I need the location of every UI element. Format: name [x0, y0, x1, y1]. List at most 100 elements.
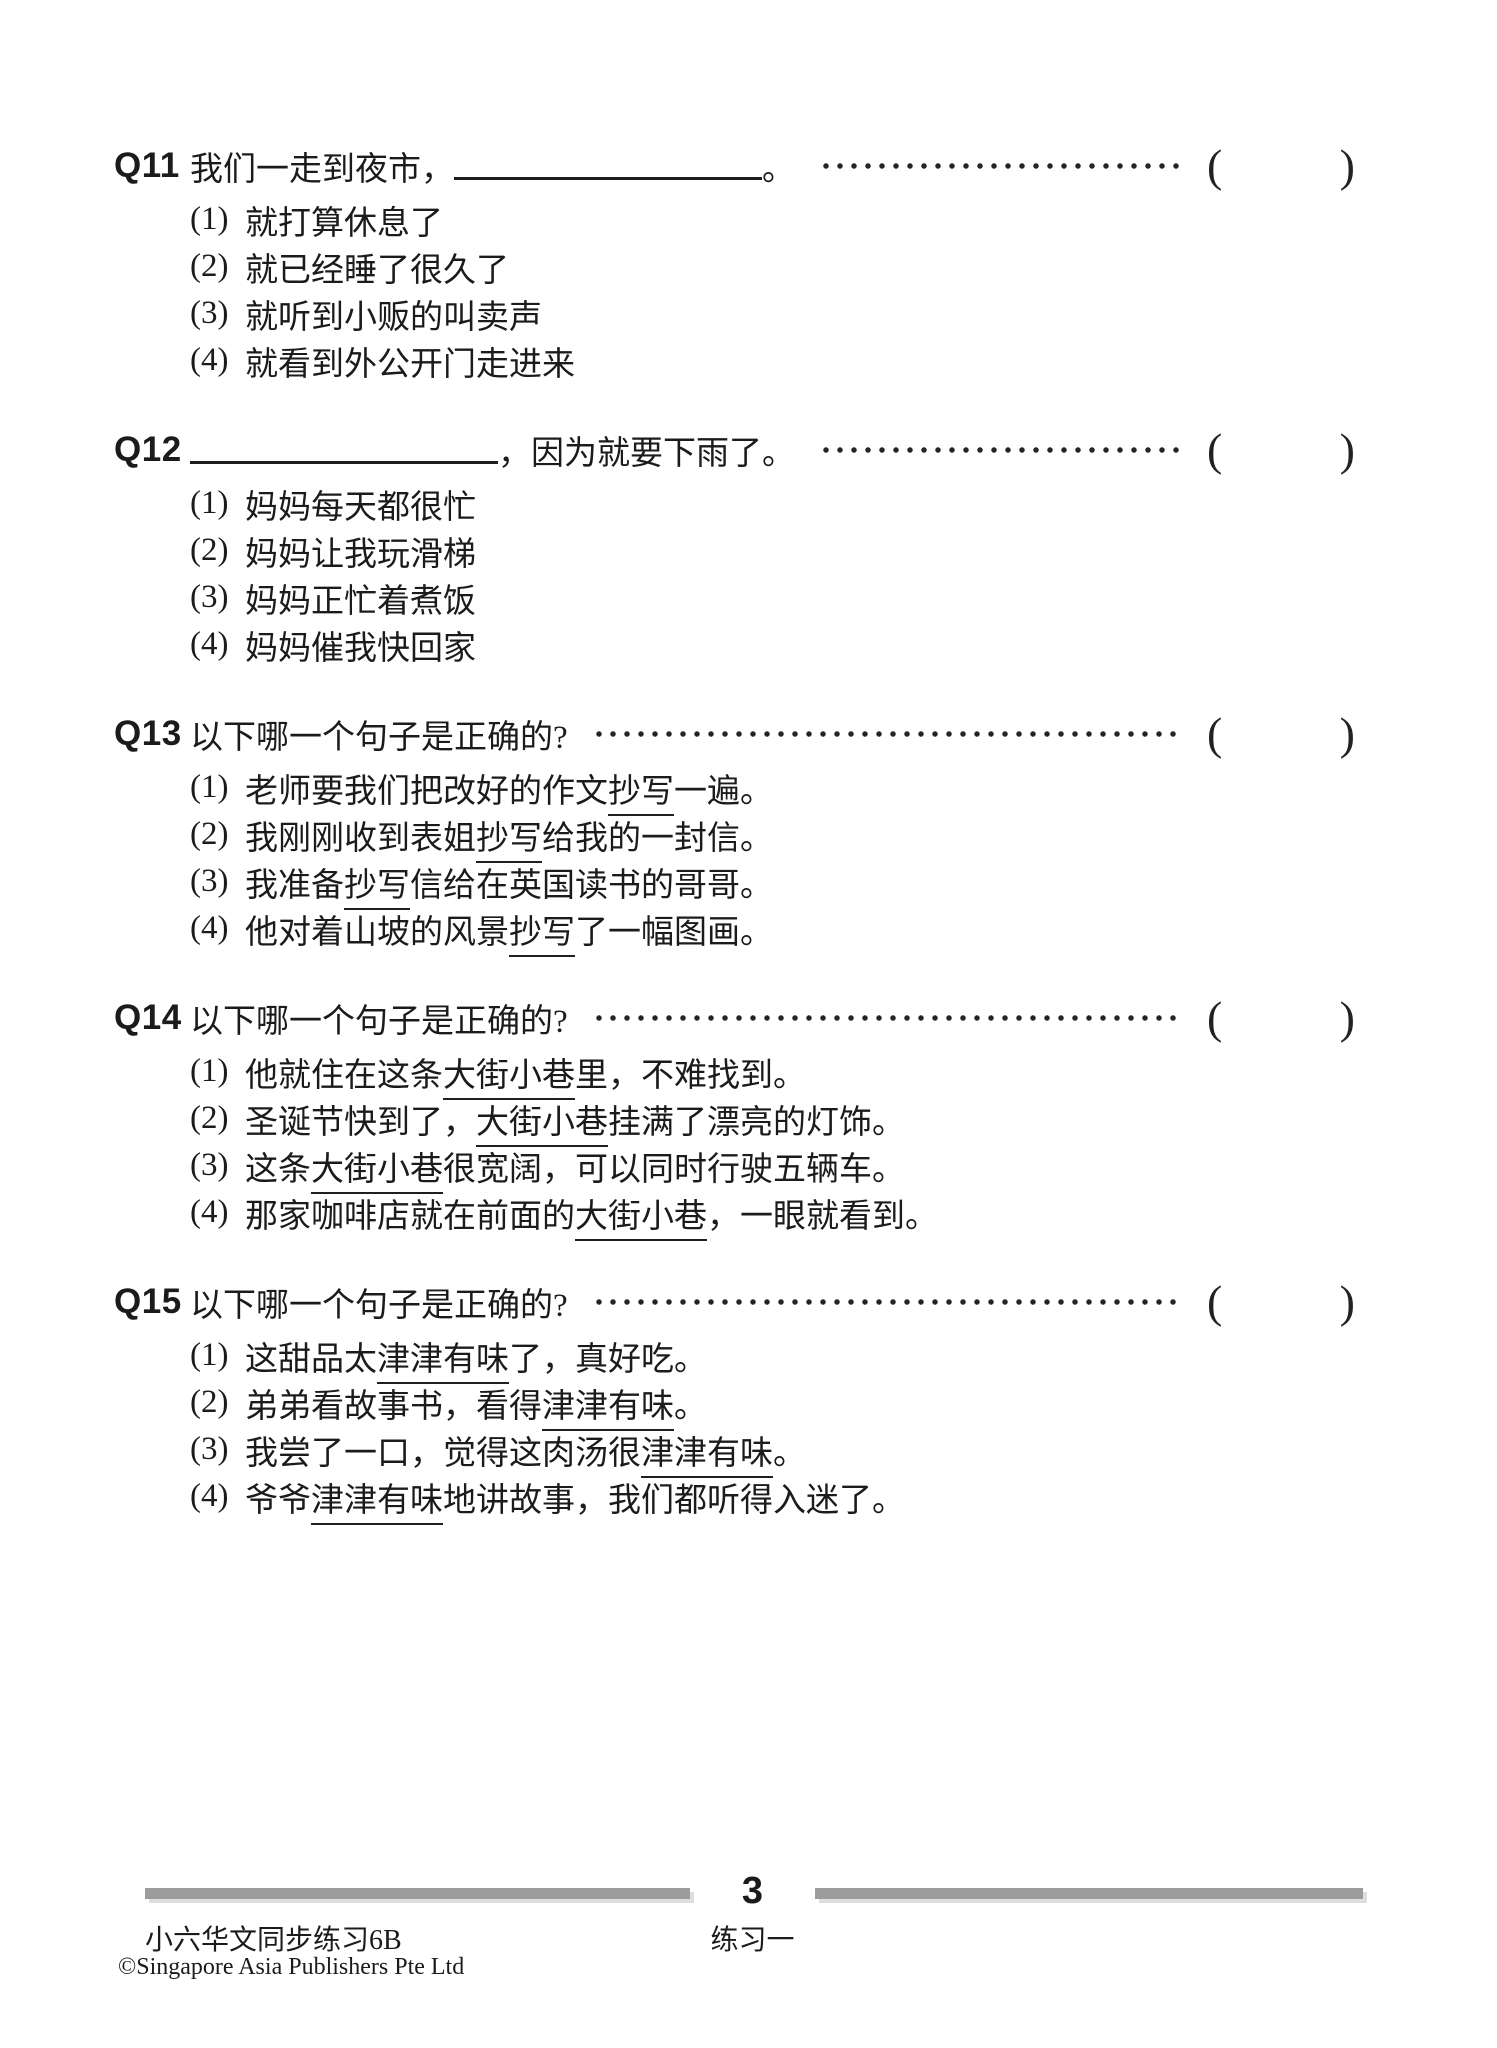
option-list: (1)就打算休息了(2)就已经睡了很久了 (3) 就听到小贩的叫卖声(4)就看到外公… — [190, 196, 1355, 384]
answer-close-paren: ) — [1339, 424, 1355, 475]
option-text: 这条大街小巷很宽阔，可以同时行驶五辆车。 — [245, 1142, 905, 1194]
answer-cell: ( ) — [1207, 143, 1355, 189]
option-list: (1)他就住在这条大街小巷里，不难找到。(2) 圣诞节快到了，大街小巷挂满了漂亮的… — [190, 1048, 1355, 1241]
option-row: (4)妈妈催我快回家 — [190, 621, 1355, 668]
option-number: (3) — [190, 579, 229, 615]
question-label: Q12 — [114, 430, 182, 469]
question-block: Q12 ，因为就要下雨了。 ( ) (1)妈妈每天都很忙(2)妈妈让我玩滑梯(3… — [0, 424, 1497, 668]
option-text: 老师要我们把改好的作文抄写一遍。 — [245, 764, 773, 816]
option-number: (3) — [190, 1147, 229, 1183]
book-title: 小六华文同步练习6B — [145, 1925, 402, 1956]
question-header-row: 以下哪一个句子是正确的? ( ) — [190, 1276, 1355, 1328]
option-number: (3) — [190, 295, 229, 331]
underlined-word: 大街小巷 — [443, 1057, 575, 1100]
option-row: (4) 他对着山坡的风景抄写了一幅图画。 — [190, 905, 1355, 957]
option-text: 我刚刚收到表姐抄写给我的一封信。 — [245, 811, 773, 863]
underlined-word: 大街小巷 — [575, 1198, 707, 1241]
question-stem: ，因为就要下雨了。 — [190, 426, 795, 474]
question-label: Q15 — [114, 1282, 182, 1321]
option-row: (4)那家咖啡店就在前面的大街小巷，一眼就看到。 — [190, 1189, 1355, 1241]
answer-open-paren: ( — [1207, 992, 1223, 1043]
fill-in-blank — [190, 433, 498, 464]
question-block: Q14 以下哪一个句子是正确的? ( ) (1)他就住在这条大街小巷里，不难找到… — [0, 992, 1497, 1241]
underlined-word: 大街小巷 — [476, 1104, 608, 1147]
answer-open-paren: ( — [1207, 708, 1223, 759]
page-number: 3 — [741, 1870, 764, 1912]
dotted-leader — [591, 708, 1181, 760]
option-number: (4) — [190, 1478, 229, 1514]
option-row: (2) 弟弟看故事书，看得津津有味。 — [190, 1379, 1355, 1431]
option-number: (1) — [190, 485, 229, 521]
question-header-row: ，因为就要下雨了。 ( ) — [190, 424, 1355, 476]
dotted-leader — [591, 1276, 1181, 1328]
fill-in-blank — [454, 149, 762, 180]
question-label: Q11 — [114, 146, 180, 185]
answer-open-paren: ( — [1207, 140, 1223, 191]
option-text: 这甜品太津津有味了，真好吃。 — [245, 1332, 707, 1384]
question-header-row: 我们一走到夜市，。 ( ) — [190, 140, 1355, 192]
option-list: (1) 这甜品太津津有味了，真好吃。 (2) 弟弟看故事书，看得津津有味。(3)我尝了… — [190, 1332, 1355, 1525]
option-number: (2) — [190, 248, 229, 284]
option-text: 妈妈正忙着煮饭 — [245, 583, 476, 620]
option-row: (3)我尝了一口，觉得这肉汤很津津有味。 — [190, 1426, 1355, 1478]
option-number: (4) — [190, 626, 229, 662]
question-stem: 以下哪一个句子是正确的? — [190, 1288, 568, 1324]
option-list: (1)老师要我们把改好的作文抄写一遍。(2)我刚刚收到表姐抄写给我的一封信。(3… — [190, 764, 1355, 957]
option-number: (2) — [190, 816, 229, 852]
question-header-row: 以下哪一个句子是正确的? ( ) — [190, 992, 1355, 1044]
option-number: (2) — [190, 1100, 229, 1136]
answer-close-paren: ) — [1339, 708, 1355, 759]
option-text: 妈妈让我玩滑梯 — [245, 536, 476, 573]
option-text: 圣诞节快到了，大街小巷挂满了漂亮的灯饰。 — [245, 1095, 905, 1147]
option-number: (2) — [190, 1384, 229, 1420]
option-row: (4)就看到外公开门走进来 — [190, 337, 1355, 384]
question-label: Q14 — [114, 998, 182, 1037]
answer-cell: ( ) — [1207, 995, 1355, 1041]
option-row: (2) 我刚刚收到表姐抄写给我的一封信。 — [190, 811, 1355, 863]
option-number: (4) — [190, 342, 229, 378]
underlined-word: 抄写 — [509, 914, 575, 957]
option-text: 弟弟看故事书，看得津津有味。 — [245, 1379, 707, 1431]
underlined-word: 大街小巷 — [311, 1151, 443, 1194]
option-text: 他对着山坡的风景抄写了一幅图画。 — [245, 905, 773, 957]
option-row: (1)他就住在这条大街小巷里，不难找到。 — [190, 1048, 1355, 1100]
option-row: (1)就打算休息了 — [190, 196, 1355, 243]
question-stem: 我们一走到夜市，。 — [190, 142, 795, 190]
question-block: Q13 以下哪一个句子是正确的? ( ) (1)老师要我们把改好的作文抄写一遍。… — [0, 708, 1497, 957]
option-number: (3) — [190, 863, 229, 899]
option-text: 他就住在这条大街小巷里，不难找到。 — [245, 1048, 806, 1100]
answer-cell: ( ) — [1207, 711, 1355, 757]
option-row: (2) 妈妈让我玩滑梯 — [190, 527, 1355, 574]
answer-cell: ( ) — [1207, 427, 1355, 473]
exercise-title: 练习一 — [710, 1925, 795, 1956]
question-label: Q13 — [114, 714, 182, 753]
underlined-word: 津津有味 — [542, 1388, 674, 1431]
option-number: (3) — [190, 1431, 229, 1467]
option-number: (4) — [190, 910, 229, 946]
dotted-leader — [819, 140, 1181, 192]
underlined-word: 津津有味 — [311, 1482, 443, 1525]
underlined-word: 抄写 — [608, 773, 674, 816]
option-row: (3)我准备抄写信给在英国读书的哥哥。 — [190, 858, 1355, 910]
option-text: 就听到小贩的叫卖声 — [245, 299, 542, 336]
dotted-leader — [591, 992, 1181, 1044]
underlined-word: 津津有味 — [641, 1435, 773, 1478]
question-stem: 以下哪一个句子是正确的? — [190, 1004, 568, 1040]
answer-close-paren: ) — [1339, 1276, 1355, 1327]
option-number: (1) — [190, 1337, 229, 1373]
underlined-word: 津津有味 — [377, 1341, 509, 1384]
option-number: (2) — [190, 532, 229, 568]
underlined-word: 抄写 — [344, 867, 410, 910]
footer-rule-left — [145, 1888, 690, 1899]
option-text: 就打算休息了 — [245, 205, 443, 242]
option-row: (3) 就听到小贩的叫卖声 — [190, 290, 1355, 337]
question-list: Q11 我们一走到夜市，。 ( ) (1)就打算休息了(2)就已经睡了很久了(3… — [0, 140, 1497, 1560]
option-row: (3) 这条大街小巷很宽阔，可以同时行驶五辆车。 — [190, 1142, 1355, 1194]
option-row: (2)就已经睡了很久了 — [190, 243, 1355, 290]
option-row: (1) 这甜品太津津有味了，真好吃。 — [190, 1332, 1355, 1384]
underlined-word: 抄写 — [476, 820, 542, 863]
question-header-row: 以下哪一个句子是正确的? ( ) — [190, 708, 1355, 760]
option-text: 那家咖啡店就在前面的大街小巷，一眼就看到。 — [245, 1189, 938, 1241]
answer-open-paren: ( — [1207, 424, 1223, 475]
